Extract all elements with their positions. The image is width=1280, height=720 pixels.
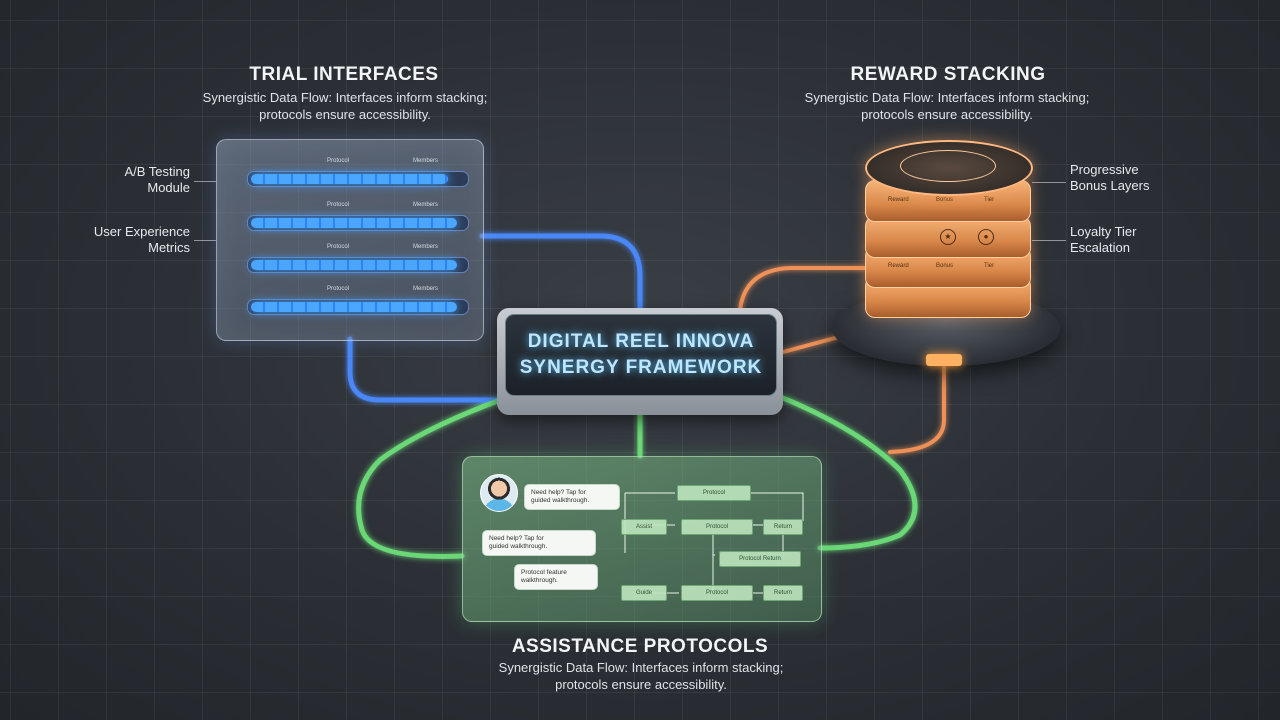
- blue-connector-bottom: [347, 336, 503, 403]
- flow-box-mid: Protocol: [681, 519, 753, 535]
- medal-icon: ★: [940, 229, 956, 245]
- orange-connector-upper: [738, 266, 867, 312]
- chat-bubble-2[interactable]: Need help? Tap for guided walkthrough.: [482, 530, 596, 556]
- center-title-line2: SYNERGY FRAMEWORK: [519, 357, 763, 378]
- chat-bubble-3[interactable]: Protocol feature walkthrough.: [514, 564, 598, 590]
- progress-fill: [251, 174, 449, 184]
- progress-fill: [251, 302, 457, 312]
- bar-cap-right: Members: [413, 286, 439, 292]
- leader-ab: [194, 181, 216, 182]
- center-title-line1: DIGITAL REEL INNOVA: [527, 331, 755, 352]
- progress-bar: [247, 257, 469, 273]
- bar-cap-left: Protocol: [327, 158, 350, 164]
- reward-subtitle: Synergistic Data Flow: Interfaces inform…: [804, 90, 1090, 122]
- label-ux-metrics: User Experience Metrics: [93, 224, 190, 255]
- progress-bar: [247, 299, 469, 315]
- stack-top-ring: [900, 150, 996, 182]
- support-agent-avatar: [480, 474, 518, 512]
- bar-cap-left: Protocol: [327, 202, 350, 208]
- stack-connector-light: [926, 354, 962, 366]
- disc-label: Bonus: [936, 263, 954, 269]
- badge-icon: ●: [978, 229, 994, 245]
- progress-fill: [251, 218, 457, 228]
- flow-box-top: Protocol: [677, 485, 751, 501]
- leader-loyalty: [1032, 240, 1066, 241]
- bar-cap-left: Protocol: [327, 244, 350, 250]
- label-ab-testing: A/B Testing Module: [124, 164, 190, 195]
- trial-subtitle: Synergistic Data Flow: Interfaces inform…: [202, 90, 488, 122]
- center-screen: DIGITAL REEL INNOVA SYNERGY FRAMEWORK: [505, 314, 777, 396]
- assist-title: ASSISTANCE PROTOCOLS: [511, 636, 769, 657]
- flow-box-end3: Return: [763, 585, 803, 601]
- label-progressive-bonus: Progressive Bonus Layers: [1070, 162, 1150, 193]
- leader-bonus: [1032, 182, 1066, 183]
- progress-bar: [247, 215, 469, 231]
- flow-box-right: Return: [763, 519, 803, 535]
- trial-title: TRIAL INTERFACES: [249, 64, 439, 85]
- flow-box-end1: Guide: [621, 585, 667, 601]
- leader-ux: [194, 240, 216, 241]
- disc-label: Reward: [888, 197, 909, 203]
- progress-fill: [251, 260, 457, 270]
- chat-bubble-1[interactable]: Need help? Tap for guided walkthrough.: [524, 484, 620, 510]
- assist-subtitle: Synergistic Data Flow: Interfaces inform…: [498, 660, 784, 692]
- green-connector-left: [356, 397, 503, 559]
- flow-box-protocol-return: Protocol Return: [719, 551, 801, 567]
- bar-cap-right: Members: [413, 244, 439, 250]
- assistance-panel: Protocol Assist Protocol Return Protocol…: [462, 456, 822, 622]
- bar-cap-right: Members: [413, 158, 439, 164]
- reward-disc-2: ★ ●: [865, 216, 1031, 258]
- center-framework-node: DIGITAL REEL INNOVA SYNERGY FRAMEWORK: [497, 308, 783, 415]
- flow-box-start: Assist: [621, 519, 667, 535]
- label-loyalty-tier: Loyalty Tier Escalation: [1070, 224, 1137, 255]
- disc-label: Tier: [984, 197, 995, 203]
- disc-label: Tier: [984, 263, 995, 269]
- flow-box-end2: Protocol: [681, 585, 753, 601]
- reward-title: REWARD STACKING: [850, 64, 1046, 85]
- orange-connector-lower: [888, 364, 946, 454]
- disc-label: Reward: [888, 263, 909, 269]
- blue-connector-top: [479, 233, 643, 313]
- bar-cap-left: Protocol: [327, 286, 350, 292]
- green-connector-right: [780, 395, 918, 551]
- disc-label: Bonus: [936, 197, 954, 203]
- bar-cap-right: Members: [413, 202, 439, 208]
- progress-bar: [247, 171, 469, 187]
